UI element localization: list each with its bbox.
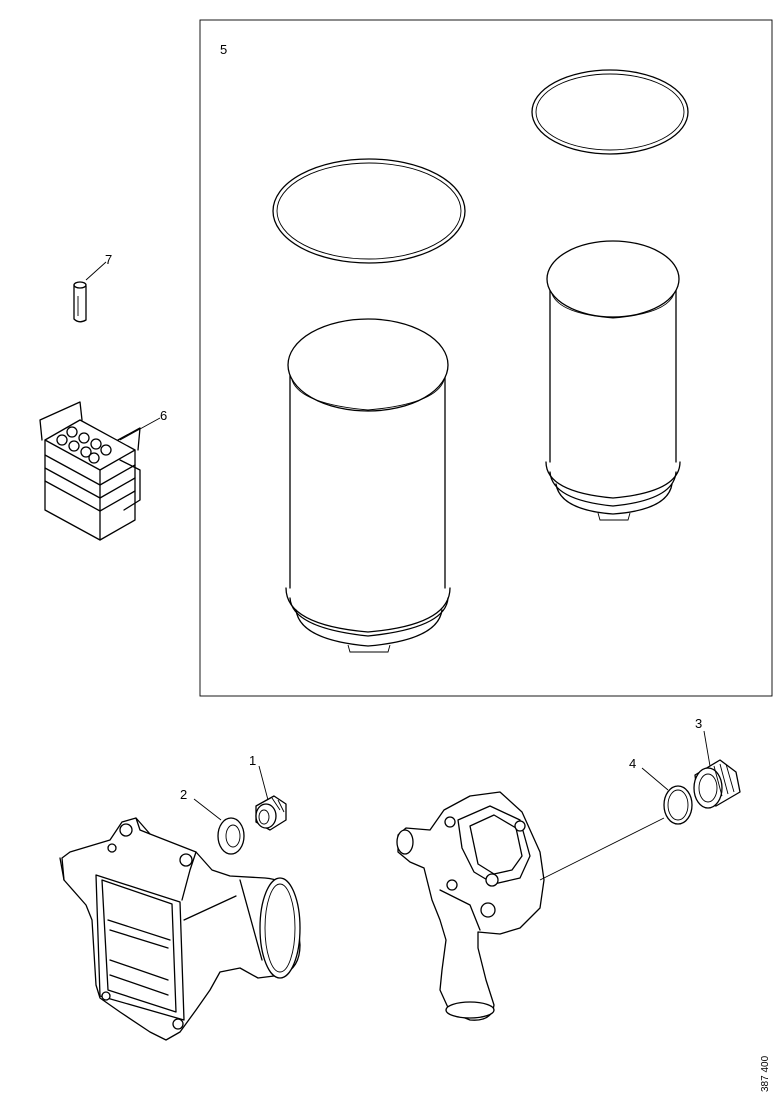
o-ring-small: [531, 69, 689, 155]
leader-7: [85, 261, 107, 281]
kit-frame: [199, 19, 773, 697]
thermostat-housing-left: [59, 817, 301, 1041]
leader-1: [258, 765, 269, 801]
sealing-washer: [217, 817, 245, 855]
callout-4: 4: [629, 756, 636, 771]
pin: [73, 281, 87, 323]
cylinder-liner-small: [545, 240, 681, 521]
callout-3: 3: [695, 716, 702, 731]
leader-3: [703, 730, 711, 767]
callout-2: 2: [180, 787, 187, 802]
callout-6: 6: [160, 408, 167, 423]
leader-6: [119, 417, 161, 441]
o-ring-large: [272, 158, 466, 264]
assembly-line: [539, 817, 665, 881]
leader-2: [193, 798, 222, 821]
leader-4: [641, 767, 669, 791]
plug-screw-left: [255, 795, 287, 831]
o-ring-seal: [663, 785, 693, 825]
callout-5: 5: [220, 42, 227, 57]
water-outlet-housing-right: [396, 791, 545, 1021]
plug-screw-right: [693, 759, 741, 809]
cylinder-liner-large: [285, 318, 451, 653]
connector-block: [39, 401, 141, 541]
callout-7: 7: [105, 252, 112, 267]
reference-number: 387 400: [760, 1055, 771, 1092]
callout-1: 1: [249, 753, 256, 768]
